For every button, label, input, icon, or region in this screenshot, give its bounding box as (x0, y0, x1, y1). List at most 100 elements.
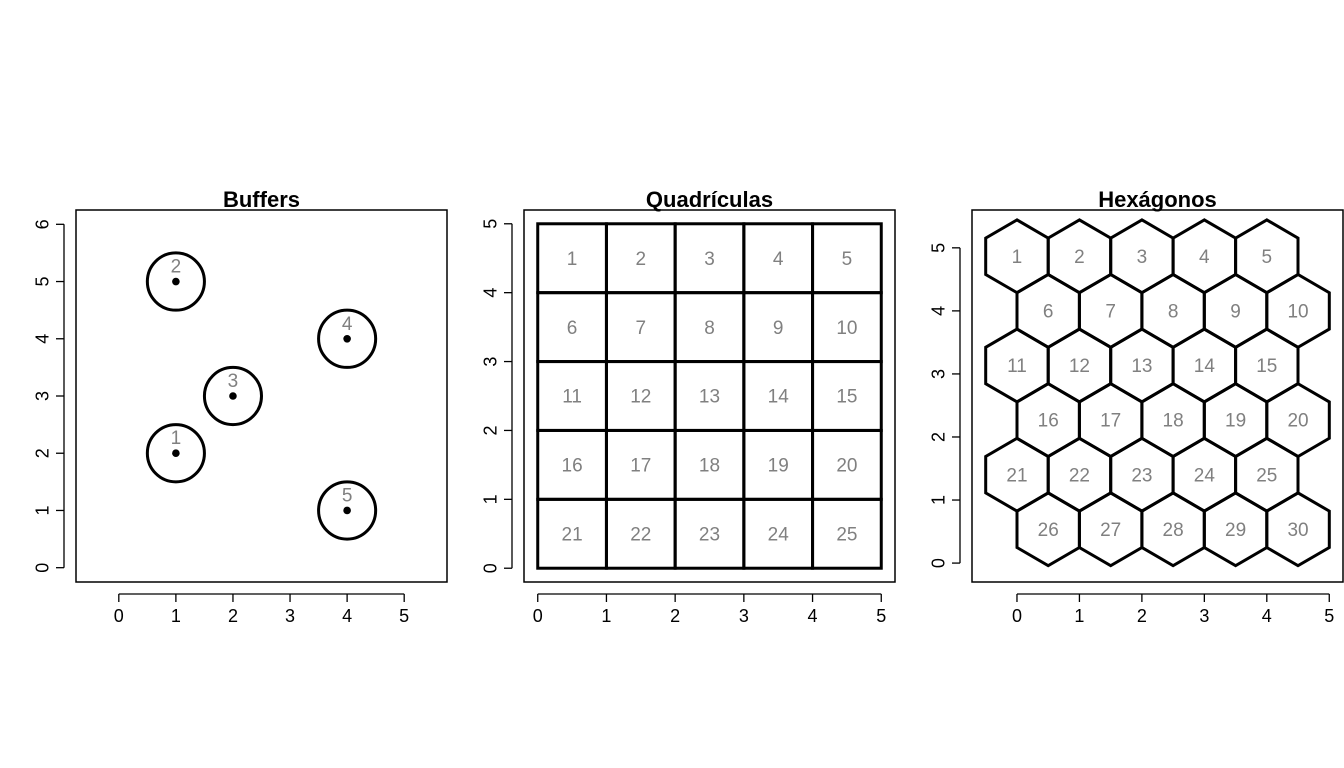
cell-label: 9 (773, 318, 784, 339)
y-tick-label: 2 (928, 432, 948, 442)
cell-label: 14 (768, 387, 790, 408)
cell-label: 10 (836, 318, 857, 339)
point-marker (343, 506, 351, 515)
cell-label: 4 (773, 249, 784, 270)
cell-label: 18 (1163, 411, 1184, 432)
y-tick-label: 5 (928, 243, 948, 253)
cell-label: 1 (567, 249, 578, 270)
cell-label: 13 (699, 387, 720, 408)
y-tick-label: 4 (32, 334, 52, 344)
cell-label: 25 (1256, 465, 1277, 486)
panel-title: Quadrículas (646, 187, 773, 212)
cell-label: 13 (1131, 356, 1152, 377)
y-tick-label: 1 (480, 494, 500, 504)
x-tick-label: 5 (399, 606, 409, 626)
cell-label: 5 (1262, 247, 1273, 268)
y-tick-label: 4 (480, 288, 500, 298)
x-tick-label: 4 (808, 606, 818, 626)
cell-label: 22 (630, 524, 651, 545)
point-marker (172, 277, 180, 286)
cell-label: 23 (699, 524, 720, 545)
cell-label: 28 (1163, 520, 1184, 541)
y-tick-label: 4 (928, 306, 948, 316)
x-tick-label: 4 (342, 606, 352, 626)
hex-cell (1265, 491, 1331, 568)
cell-label: 9 (1230, 302, 1241, 323)
cell-label: 24 (768, 524, 790, 545)
cell-label: 20 (1287, 411, 1308, 432)
buffer-circle (145, 423, 206, 484)
plot-frame (523, 209, 896, 583)
cell-label: 11 (562, 387, 582, 408)
cell-label: 4 (1199, 247, 1210, 268)
x-tick-label: 2 (670, 606, 680, 626)
cell-label: 21 (1006, 465, 1027, 486)
x-tick-label: 4 (1262, 606, 1272, 626)
grid-cell (811, 497, 883, 570)
cell-label: 17 (630, 456, 651, 477)
point-marker (229, 392, 237, 400)
point-label: 3 (228, 371, 239, 392)
buffer-circle (145, 251, 206, 312)
y-tick-label: 3 (928, 369, 948, 379)
cell-label: 24 (1194, 465, 1216, 486)
y-tick-label: 0 (32, 563, 52, 573)
cell-label: 16 (562, 456, 583, 477)
x-tick-label: 2 (228, 606, 238, 626)
y-tick-label: 3 (480, 357, 500, 367)
x-tick-label: 5 (1324, 606, 1334, 626)
x-tick-label: 2 (1137, 606, 1147, 626)
y-tick-label: 2 (32, 448, 52, 458)
cell-label: 2 (1074, 247, 1085, 268)
cell-label: 6 (567, 318, 578, 339)
point-marker (172, 449, 180, 458)
cell-label: 16 (1038, 411, 1059, 432)
panel-title: Hexágonos (1098, 187, 1217, 212)
point-label: 4 (342, 314, 353, 335)
cell-label: 29 (1225, 520, 1246, 541)
x-tick-label: 1 (601, 606, 611, 626)
cell-label: 12 (1069, 356, 1090, 377)
cell-label: 3 (1137, 247, 1148, 268)
y-tick-label: 2 (480, 425, 500, 435)
point-label: 5 (342, 485, 353, 506)
point-label: 2 (171, 257, 182, 278)
cell-label: 17 (1100, 411, 1121, 432)
cell-label: 8 (704, 318, 715, 339)
cell-label: 23 (1131, 465, 1152, 486)
plot-frame (75, 209, 448, 583)
x-tick-label: 3 (1199, 606, 1209, 626)
cell-label: 3 (704, 249, 715, 270)
cell-label: 10 (1287, 302, 1308, 323)
buffer-circle (202, 365, 263, 427)
buffer-circle (317, 480, 378, 541)
cell-label: 21 (562, 524, 583, 545)
cell-label: 26 (1038, 520, 1059, 541)
cell-label: 2 (636, 249, 647, 270)
cell-label: 30 (1287, 520, 1308, 541)
cell-label: 25 (836, 524, 857, 545)
cell-label: 7 (636, 318, 647, 339)
y-tick-label: 1 (928, 495, 948, 505)
cell-label: 1 (1012, 247, 1023, 268)
x-tick-label: 1 (171, 606, 181, 626)
y-tick-label: 0 (928, 558, 948, 568)
cell-label: 19 (1225, 411, 1246, 432)
cell-label: 18 (699, 456, 720, 477)
y-tick-label: 0 (480, 563, 500, 573)
cell-label: 22 (1069, 465, 1090, 486)
cell-label: 5 (842, 249, 853, 270)
point-marker (343, 334, 351, 343)
cell-label: 8 (1168, 302, 1179, 323)
x-tick-label: 5 (876, 606, 886, 626)
cell-label: 11 (1007, 356, 1027, 377)
cell-label: 7 (1105, 302, 1116, 323)
point-label: 1 (171, 428, 182, 449)
cell-label: 15 (1256, 356, 1277, 377)
cell-label: 14 (1194, 356, 1216, 377)
y-tick-label: 5 (480, 219, 500, 229)
